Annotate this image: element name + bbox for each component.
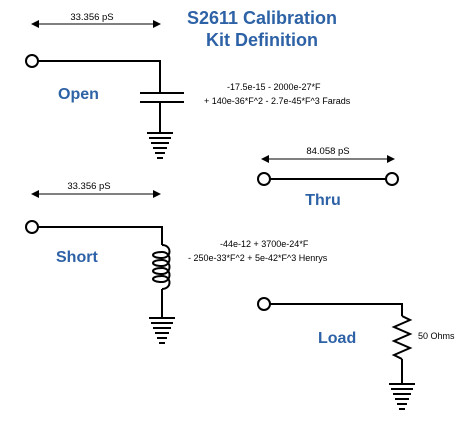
thru-label: Thru	[305, 192, 341, 209]
open-equation-line1: -17.5e-15 - 2000e-27*F	[227, 82, 321, 92]
diagram-title-line2: Kit Definition	[206, 30, 318, 50]
short-delay-label: 33.356 pS	[67, 181, 110, 192]
short-equation-line1: -44e-12 + 3700e-24*F	[220, 239, 309, 249]
thru-port1-terminal	[257, 172, 271, 186]
open-ground-symbol	[147, 132, 173, 159]
load-label: Load	[318, 330, 356, 347]
resistor-symbol	[391, 315, 413, 360]
short-wire	[38, 226, 163, 245]
load-value-label: 50 Ohms	[418, 331, 455, 341]
load-port-terminal	[257, 297, 271, 311]
short-label: Short	[56, 249, 98, 266]
short-standard: 33.356 pS Short -44e-12 + 3700e-24*F - 2…	[25, 181, 328, 344]
inductor-symbol	[152, 244, 171, 290]
short-ground-symbol	[149, 317, 175, 344]
open-label: Open	[58, 86, 99, 103]
capacitor-symbol	[140, 92, 184, 103]
load-ground-symbol	[389, 383, 415, 410]
open-wire	[38, 60, 161, 93]
thru-standard: 84.058 pS Thru	[257, 146, 399, 209]
load-wire	[270, 303, 403, 316]
open-standard: 33.356 pS Open -17.5e-15 - 2000e-27*F + …	[25, 12, 351, 159]
load-standard: Load 50 Ohms	[257, 297, 455, 410]
open-delay-label: 33.356 pS	[70, 12, 113, 23]
short-port-terminal	[25, 220, 39, 234]
diagram-title-line1: S2611 Calibration	[187, 8, 337, 28]
thru-delay-label: 84.058 pS	[306, 146, 349, 157]
short-equation-line2: - 250e-33*F^2 + 5e-42*F^3 Henrys	[188, 253, 328, 263]
open-port-terminal	[25, 54, 39, 68]
thru-port2-terminal	[385, 172, 399, 186]
open-equation-line2: + 140e-36*F^2 - 2.7e-45*F^3 Farads	[204, 96, 351, 106]
